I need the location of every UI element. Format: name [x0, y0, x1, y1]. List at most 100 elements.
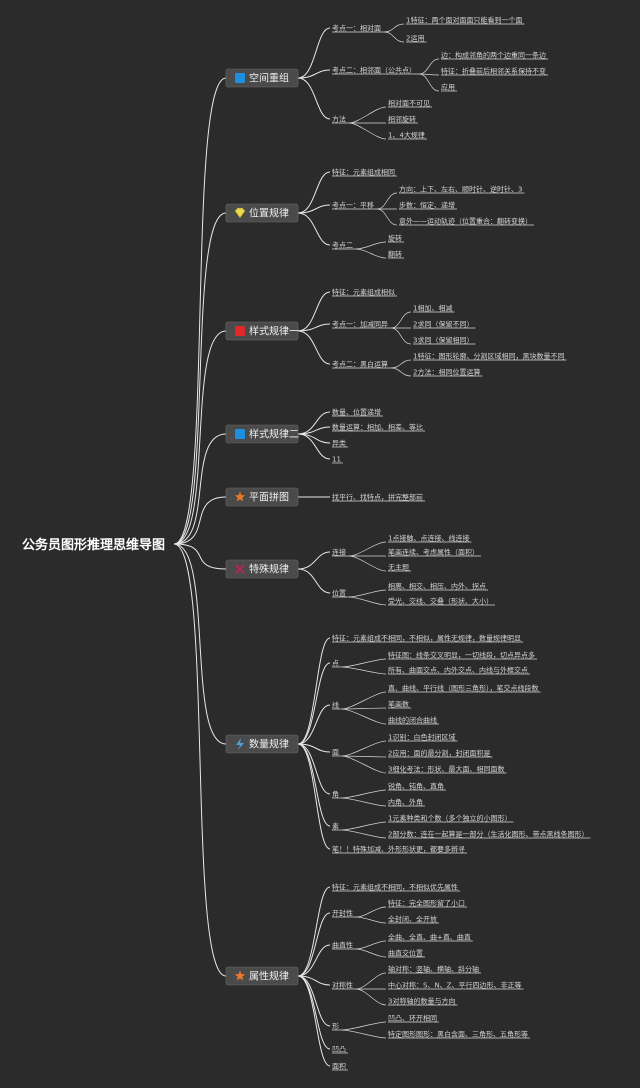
sub-topic[interactable]: 特征：元素组成相同 [332, 168, 395, 177]
leaf-topic[interactable]: 边：构成邻角的两个边重同一条边 [441, 51, 546, 60]
leaf-topic[interactable]: 1识别：白色封闭区域 [388, 733, 455, 742]
leaf-topic[interactable]: 2部分数：连在一起算是一部分（生活化图形、带点黑线条图形） [388, 830, 588, 839]
sub-topic[interactable]: 位置 [332, 589, 346, 598]
leaf-topic[interactable]: 轴对称：竖轴、横轴、斜分轴 [388, 965, 479, 974]
leaf-topic[interactable]: 曲线的闭合曲线 [388, 716, 437, 725]
leaf-topic[interactable]: 内角、外角 [388, 798, 423, 807]
leaf-topic[interactable]: 相邻旋转 [388, 115, 416, 124]
leaf-topic[interactable]: 3细化考法：形状、最大面、相同面数 [388, 765, 504, 774]
sub-topic[interactable]: 面积 [332, 1062, 346, 1071]
leaf-topic[interactable]: 受光、交线、交叠（形状、大小） [388, 597, 493, 606]
sub-topic[interactable]: 角 [332, 790, 339, 799]
leaf-topic[interactable]: 步数：恒定、递增 [399, 201, 455, 210]
sub-topic[interactable]: 形 [332, 1023, 339, 1031]
leaf-topic[interactable]: 相对面不可见 [388, 99, 430, 108]
sub-topic[interactable]: 曲直性 [332, 941, 353, 950]
leaf-topic[interactable]: 1元素种类和个数（多个独立的小图形） [388, 814, 511, 823]
branch-sub-link [297, 291, 331, 332]
leaf-topic[interactable]: 应用 [441, 83, 455, 92]
branch-node[interactable]: 属性规律 [225, 966, 299, 986]
sub-topic[interactable]: 考点一：平移 [332, 201, 374, 210]
branch-sub-link [297, 704, 331, 745]
branch-node[interactable]: 位置规律 [225, 203, 299, 223]
sub-topic[interactable]: 笔！！特殊加减、外形形状更，都要多辨寻 [332, 845, 465, 854]
sub-topic[interactable]: 线 [332, 701, 339, 710]
leaf-topic[interactable]: 直、曲线、平行线（图形三角形），笔交点线段数 [388, 684, 539, 693]
leaf-topic[interactable]: 3对称轴的数量与方向 [388, 997, 455, 1006]
branch-node[interactable]: 样式规律一 [225, 321, 299, 341]
branch-node[interactable]: 样式规律二 [225, 424, 299, 444]
sub-topic[interactable]: 特征：元素组成不相同，不相似优先属性 [332, 883, 458, 892]
leaf-topic[interactable]: 全曲、全直、曲+直、曲直 [388, 933, 471, 942]
leaf-topic[interactable]: 所有、曲面交点、内外交点、内线与外框交点 [388, 666, 528, 675]
leaf-link [341, 1021, 387, 1031]
sub-topic[interactable]: 开封性 [332, 909, 353, 918]
sub-topic[interactable]: 找平行、找特点，拼完整部前 [332, 493, 423, 502]
sub-topic[interactable]: 特征：元素组成相似 [332, 288, 395, 297]
sub-topic[interactable]: 考点二：黑白运算 [332, 360, 388, 369]
sub-topic[interactable]: 连接 [332, 548, 346, 557]
star-icon [234, 491, 246, 502]
sub-topic[interactable]: 异类 [332, 439, 346, 448]
branch-node[interactable]: 数量规律 [225, 734, 299, 754]
sub-topic[interactable]: 11 [332, 456, 341, 464]
branch-sub-link [297, 975, 331, 986]
leaf-link [418, 73, 440, 92]
leaf-topic[interactable]: 2求同（保留不同） [413, 320, 473, 329]
leaf-links [341, 23, 591, 1039]
branch-node[interactable]: 空间重组 [225, 68, 299, 88]
leaf-link [341, 829, 387, 839]
leaf-topic[interactable]: 特征：折叠前后相邻关系保持不变 [441, 67, 546, 76]
sub-topic[interactable]: 特征：元素组成不相同，不相似，属性无规律，数量规律明显 [332, 634, 521, 643]
leaf-link [341, 1029, 387, 1039]
leaf-link [355, 988, 387, 1006]
root-branch-link [173, 543, 227, 745]
leaf-topic[interactable]: 全封闭、全开放 [388, 915, 437, 924]
sub-topic[interactable]: 考点一：相对面 [332, 24, 381, 33]
sub-topic[interactable]: 素 [332, 822, 339, 831]
leaf-topic[interactable]: 1特征：图形轮廓、分割区域相同，黑块数量不同 [413, 352, 564, 361]
leaf-topic[interactable]: 1点接触、点连接、线连接 [388, 534, 469, 543]
branch-sub-link [297, 69, 331, 79]
leaf-topic[interactable]: 3求同（保留相同） [413, 336, 473, 345]
leaf-topic[interactable]: 相离、相交、相压、内外、拐点 [388, 582, 486, 591]
sub-topic[interactable]: 考点二：相邻面（公共点） [332, 66, 416, 75]
leaf-topic[interactable]: 笔画连续、考虑属性（面积） [388, 548, 479, 557]
leaf-link [341, 658, 387, 668]
leaf-topic[interactable]: 无主题 [388, 563, 409, 572]
leaf-topic[interactable]: 曲直交位置 [388, 949, 423, 958]
leaf-topic[interactable]: 锐角、钝角、直角 [388, 782, 444, 791]
leaf-topic[interactable]: 1相加、相减 [413, 304, 452, 313]
leaf-topic[interactable]: 特征：完全图形留了小口 [388, 899, 465, 908]
sub-topic[interactable]: 凹凸 [332, 1046, 346, 1054]
sub-topic[interactable]: 考点一：加减同异 [332, 320, 388, 329]
leaf-topic[interactable]: 特征图：线条交叉明显，一切线段，切点异点多 [388, 651, 535, 660]
leaf-topic[interactable]: 方向：上下、左右、顺时针、逆时针、3 [399, 185, 522, 194]
branch-box [225, 734, 299, 754]
sub-topic[interactable]: 考点二 [332, 242, 353, 250]
sub-topic[interactable]: 数量、位置递增 [332, 408, 381, 417]
leaf-topic[interactable]: 笔画数 [388, 700, 409, 709]
sub-topic[interactable]: 对称性 [332, 981, 353, 990]
leaf-topic[interactable]: 2运用 [406, 35, 424, 43]
leaf-topic[interactable]: 特定图形图形：黑白含面、三角形、五角形等 [388, 1030, 528, 1039]
leaf-topic[interactable]: 翻转 [388, 250, 402, 259]
branch-node[interactable]: 特殊规律 [225, 559, 299, 579]
leaf-topic[interactable]: 1特征：两个面对面面只能看到一个面 [406, 16, 522, 25]
leaf-link [390, 367, 412, 377]
sub-topic[interactable]: 面 [332, 749, 339, 757]
leaf-topic[interactable]: 中心对称：S、N、Z、平行四边形、非正等 [388, 981, 521, 990]
leaf-topic[interactable]: 凹凸、环开相同 [388, 1014, 437, 1023]
leaf-topic[interactable]: 1、4大规律 [388, 131, 425, 140]
sub-topic[interactable]: 点 [332, 660, 339, 668]
leaf-link [348, 122, 387, 140]
leaf-topic[interactable]: 旋转 [388, 234, 402, 243]
sub-topic[interactable]: 方法 [332, 115, 346, 124]
branch-node[interactable]: 平面拼图 [225, 487, 299, 507]
leaf-link [348, 589, 387, 598]
leaf-topic[interactable]: 2应用：面的最分割，封闭面积是 [388, 749, 490, 758]
leaf-topic[interactable]: 2方法：相同位置运算 [413, 368, 480, 377]
root-node[interactable]: 公务员图形推理思维导图 [22, 537, 165, 553]
leaf-topic[interactable]: 意外——运动轨迹（位置重合：翻转变换） [399, 217, 532, 226]
sub-topic[interactable]: 数量运算：相加、相差、等比 [332, 423, 423, 432]
